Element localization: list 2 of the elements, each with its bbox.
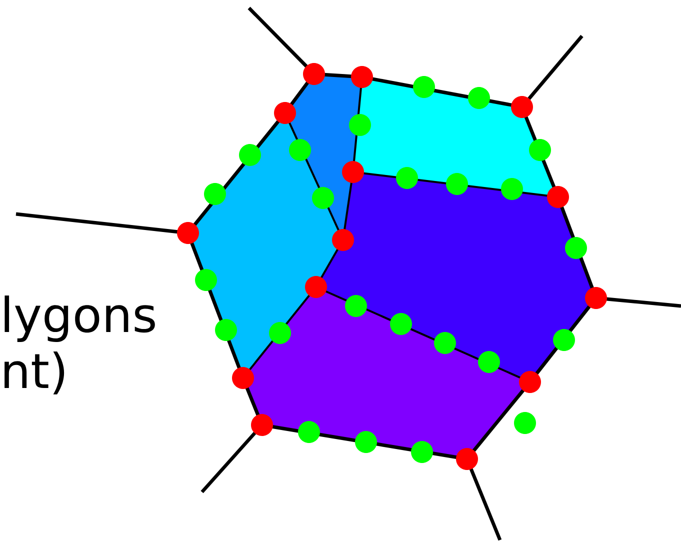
label-text: lygons xyxy=(4,296,155,342)
label-text: nt) xyxy=(4,352,64,394)
